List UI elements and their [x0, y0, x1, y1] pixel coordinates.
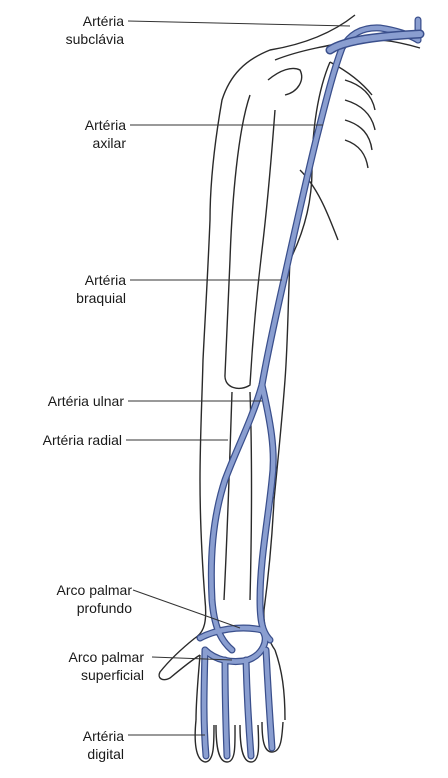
label-arco-palmar-superficial: Arco palmar superficial [69, 648, 144, 684]
arm-outline [159, 15, 420, 762]
label-arco-palmar-profundo: Arco palmar profundo [57, 581, 132, 617]
label-arteria-axilar: Artéria axilar [85, 116, 126, 152]
label-arteria-digital: Artéria digital [83, 727, 124, 763]
leader-subclavia [128, 21, 350, 26]
label-arteria-braquial: Artéria braquial [76, 271, 126, 307]
label-arteria-radial: Artéria radial [43, 431, 122, 449]
label-arteria-subclavia: Artéria subclávia [66, 12, 124, 48]
label-arteria-ulnar: Artéria ulnar [48, 392, 124, 410]
